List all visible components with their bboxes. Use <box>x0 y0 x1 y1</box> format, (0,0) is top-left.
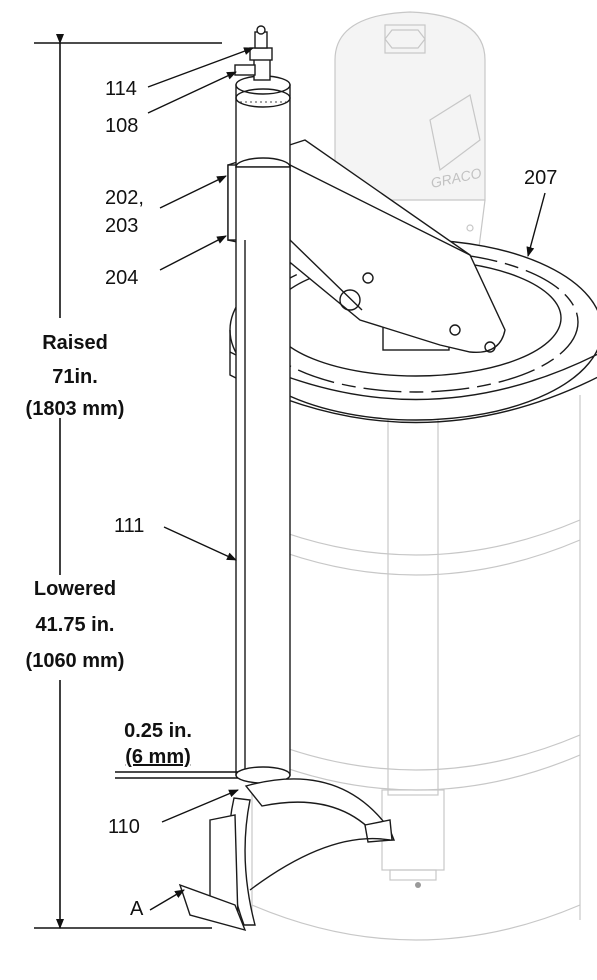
callout-a: A <box>130 898 144 920</box>
gap-value: 0.25 in. <box>124 720 192 742</box>
support-tube <box>235 166 291 784</box>
lowered-value: 41.75 in. <box>35 614 115 636</box>
gap-metric: (6 mm) <box>125 746 191 768</box>
callout-204: 204 <box>105 267 139 289</box>
raised-metric: (1803 mm) <box>25 398 125 420</box>
callout-110: 110 <box>108 816 140 838</box>
callout-108: 108 <box>105 115 139 137</box>
base-plate <box>178 778 396 932</box>
pump: GRACO <box>334 11 486 888</box>
callout-114: 114 <box>105 78 137 100</box>
lowered-metric: (1060 mm) <box>25 650 125 672</box>
callout-111: 111 <box>114 515 145 537</box>
callout-203: 203 <box>105 215 139 237</box>
lowered-title: Lowered <box>33 578 117 600</box>
air-vent-assembly <box>234 25 291 177</box>
leader-lines <box>147 47 546 911</box>
callout-207: 207 <box>524 167 558 189</box>
callout-202: 202, <box>105 187 144 209</box>
raised-title: Raised <box>42 332 108 354</box>
raised-value: 71in. <box>52 366 98 388</box>
dimension-lines <box>34 34 238 929</box>
